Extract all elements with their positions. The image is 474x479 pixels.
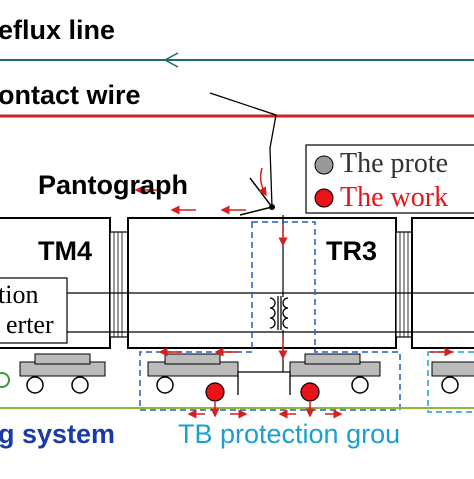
bogie-middle-right: [289, 353, 381, 402]
legend-working-text: The work: [340, 182, 449, 213]
bogie-left: [19, 353, 106, 394]
connector-ribs: [113, 232, 409, 337]
bogie-middle-left: [147, 353, 239, 402]
car-connector-left: [109, 231, 129, 338]
pantograph-joint: [269, 204, 275, 210]
converter-label-line1: tion: [0, 280, 39, 309]
bus-lines: [60, 292, 474, 333]
callout-pointer-line: [209, 92, 277, 208]
tb-protection-label: TB protection grou: [178, 419, 401, 449]
ground-marker-left: [0, 372, 10, 388]
car-body-middle: [127, 217, 397, 349]
current-flow-arrows: [134, 185, 454, 419]
bogie-right: [431, 361, 474, 394]
car-body-right: [411, 217, 474, 349]
legend-protection-marker: [314, 155, 334, 175]
contact-wire-label: ontact wire: [0, 80, 141, 110]
pantograph-current-arrow: [258, 167, 267, 197]
bogie-bracket: [237, 371, 291, 395]
legend-working-marker: [314, 188, 334, 208]
converter-label-line2: erter: [6, 310, 54, 339]
car-label-middle: TR3: [326, 236, 378, 266]
grounding-system-label: g system: [0, 419, 116, 449]
tb-protection-region-right: [427, 351, 474, 413]
legend-box: [305, 144, 474, 214]
car-label-left: TM4: [38, 236, 92, 266]
pantograph-label: Pantograph: [38, 170, 189, 200]
transformer-icon: [269, 296, 289, 330]
reflux-line-label: eflux line: [0, 15, 116, 45]
converter-box: [0, 277, 68, 344]
tb-protection-region: [139, 221, 401, 411]
legend-protection-text: The prote: [340, 148, 449, 179]
reflux-direction-arrow: [163, 52, 179, 68]
